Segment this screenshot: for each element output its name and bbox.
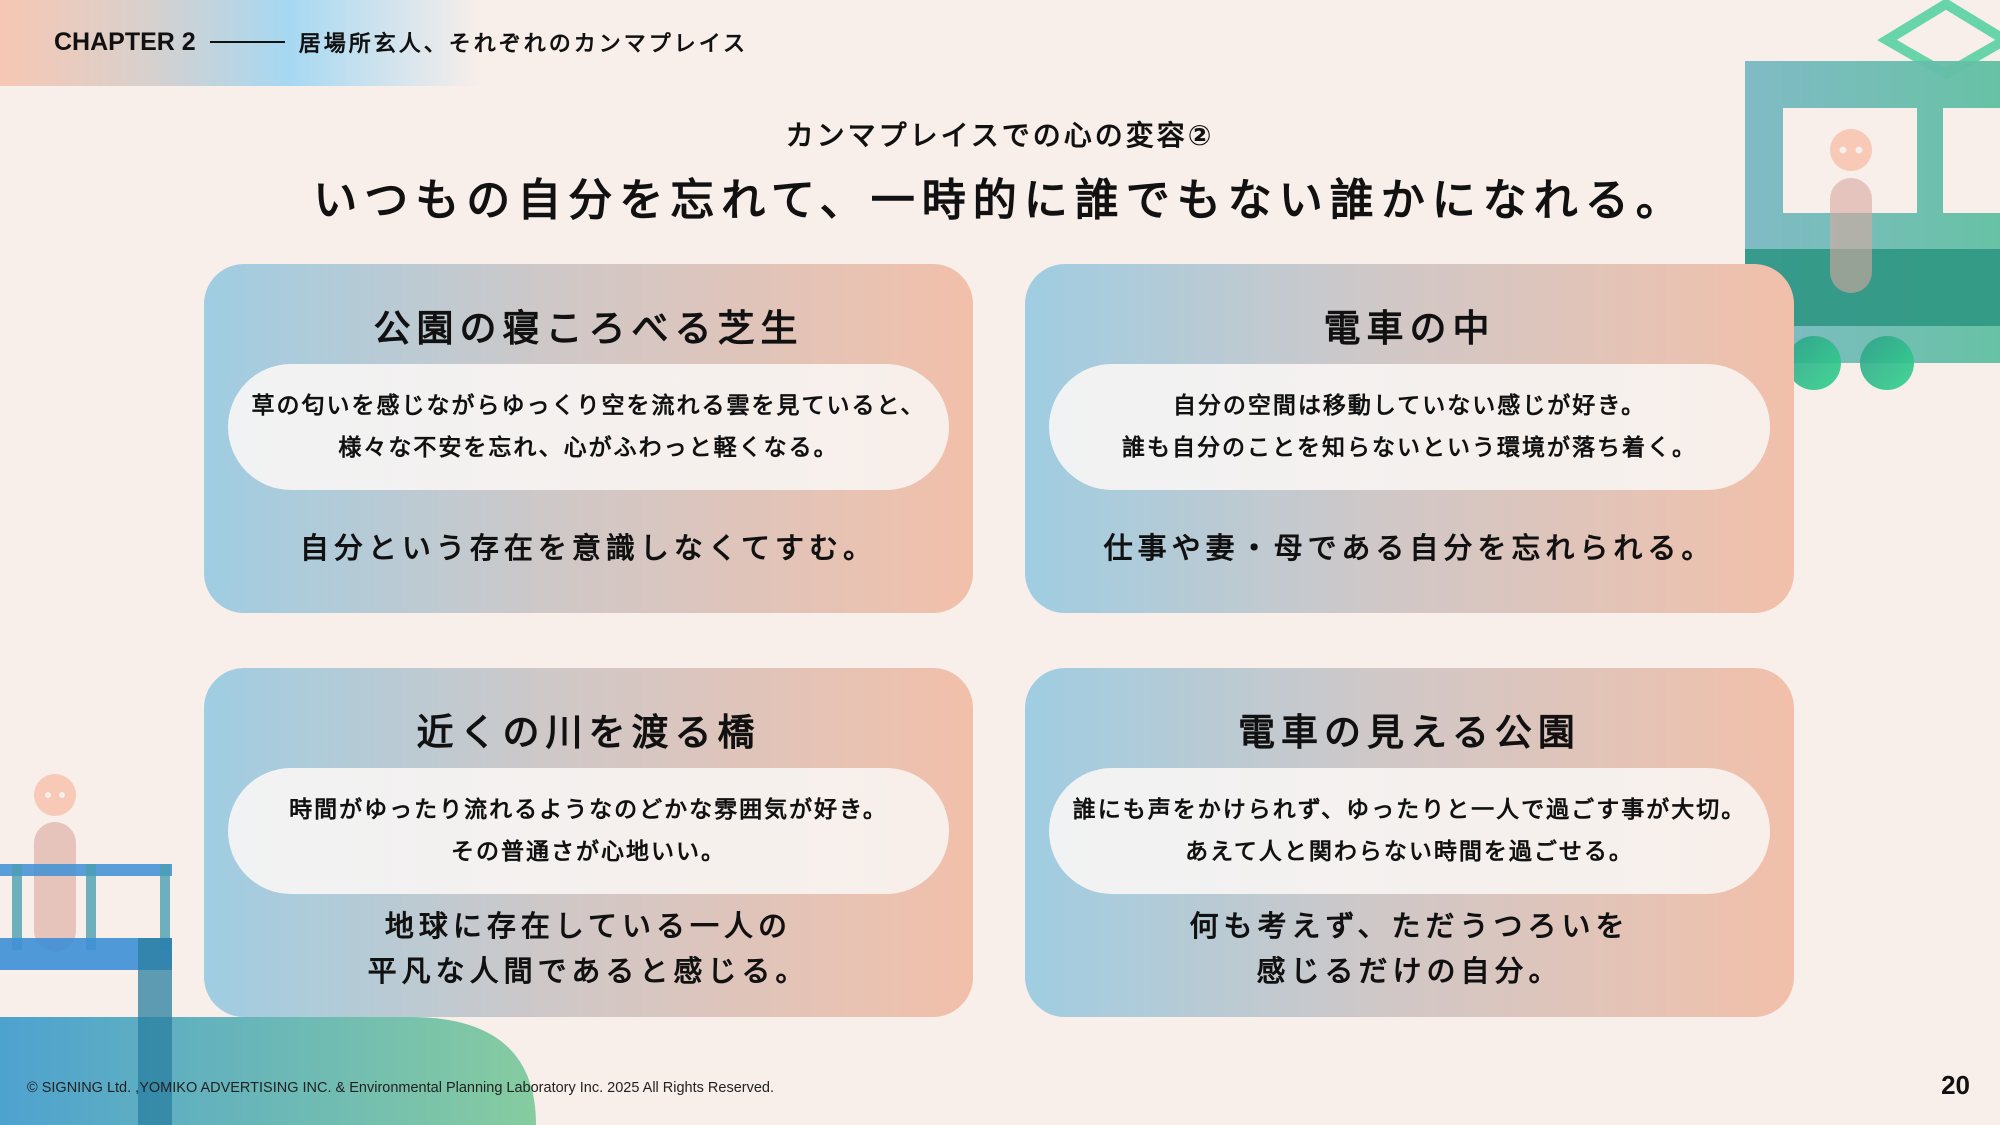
quote-bubble: 誰にも声をかけられず、ゆったりと一人で過ごす事が大切。 あえて人と関わらない時間… [1049,768,1770,894]
divider [209,41,285,43]
page-title: いつもの自分を忘れて、一時的に誰でもない誰かになれる。 [313,175,1687,226]
chapter-label: CHAPTER 2 [54,27,196,56]
quote-line: 自分の空間は移動していない感じが好き。 [1172,393,1647,419]
quote-bubble: 自分の空間は移動していない感じが好き。 誰も自分のことを知らないという環境が落ち… [1049,364,1770,490]
change-text: 地球に存在している一人の 平凡な人間であると感じる。 [204,904,973,994]
change-line: 何も考えず、ただうつろいを [1189,909,1630,943]
quote-bubble: 時間がゆったり流れるようなのどかな雰囲気が好き。 その普通さが心地いい。 [228,768,949,894]
change-line: 地球に存在している一人の [384,909,793,943]
change-line: 自分という存在を意識しなくてすむ。 [299,531,878,565]
header-band [0,0,480,86]
quote-line: その普通さが心地いい。 [451,839,726,865]
quote-line: 誰も自分のことを知らないという環境が落ち着く。 [1122,435,1697,461]
quote-line: 誰にも声をかけられず、ゆったりと一人で過ごす事が大切。 [1072,797,1747,823]
quote-line: 草の匂いを感じながらゆっくり空を流れる雲を見ていると、 [251,393,926,419]
change-text: 自分という存在を意識しなくてすむ。 [204,526,973,571]
bridge-illustration [0,774,536,1125]
page-number: 20 [1941,1070,1970,1100]
change-line: 平凡な人間であると感じる。 [367,954,810,988]
chapter-header: CHAPTER 2 居場所玄人、それぞれのカンマプレイス [54,26,748,58]
place-name: 近くの川を渡る橋 [416,711,761,754]
place-card: 電車の中 自分の空間は移動していない感じが好き。 誰も自分のことを知らないという… [1025,264,1794,613]
change-line: 仕事や妻・母である自分を忘れられる。 [1103,531,1716,565]
copyright: © SIGNING Ltd. ,YOMIKO ADVERTISING INC. … [27,1080,775,1096]
section-subtitle: カンマプレイスでの心の変容② [785,119,1215,152]
place-card: 近くの川を渡る橋 時間がゆったり流れるようなのどかな雰囲気が好き。 その普通さが… [204,668,973,1017]
place-name: 公園の寝ころべる芝生 [373,307,804,350]
quote-line: 時間がゆったり流れるようなのどかな雰囲気が好き。 [289,797,888,823]
chapter-title: 居場所玄人、それぞれのカンマプレイス [298,32,749,57]
place-name: 電車の見える公園 [1238,711,1581,754]
change-line: 感じるだけの自分。 [1256,954,1563,988]
place-name: 電車の中 [1323,307,1496,350]
change-text: 仕事や妻・母である自分を忘れられる。 [1025,526,1794,571]
quote-bubble: 草の匂いを感じながらゆっくり空を流れる雲を見ていると、 様々な不安を忘れ、心がふ… [228,364,949,490]
quote-line: あえて人と関わらない時間を過ごせる。 [1185,839,1634,865]
quote-line: 様々な不安を忘れ、心がふわっと軽くなる。 [338,435,839,461]
place-card: 公園の寝ころべる芝生 草の匂いを感じながらゆっくり空を流れる雲を見ていると、 様… [204,264,973,613]
change-text: 何も考えず、ただうつろいを 感じるだけの自分。 [1025,904,1794,994]
place-card: 電車の見える公園 誰にも声をかけられず、ゆったりと一人で過ごす事が大切。 あえて… [1025,668,1794,1017]
